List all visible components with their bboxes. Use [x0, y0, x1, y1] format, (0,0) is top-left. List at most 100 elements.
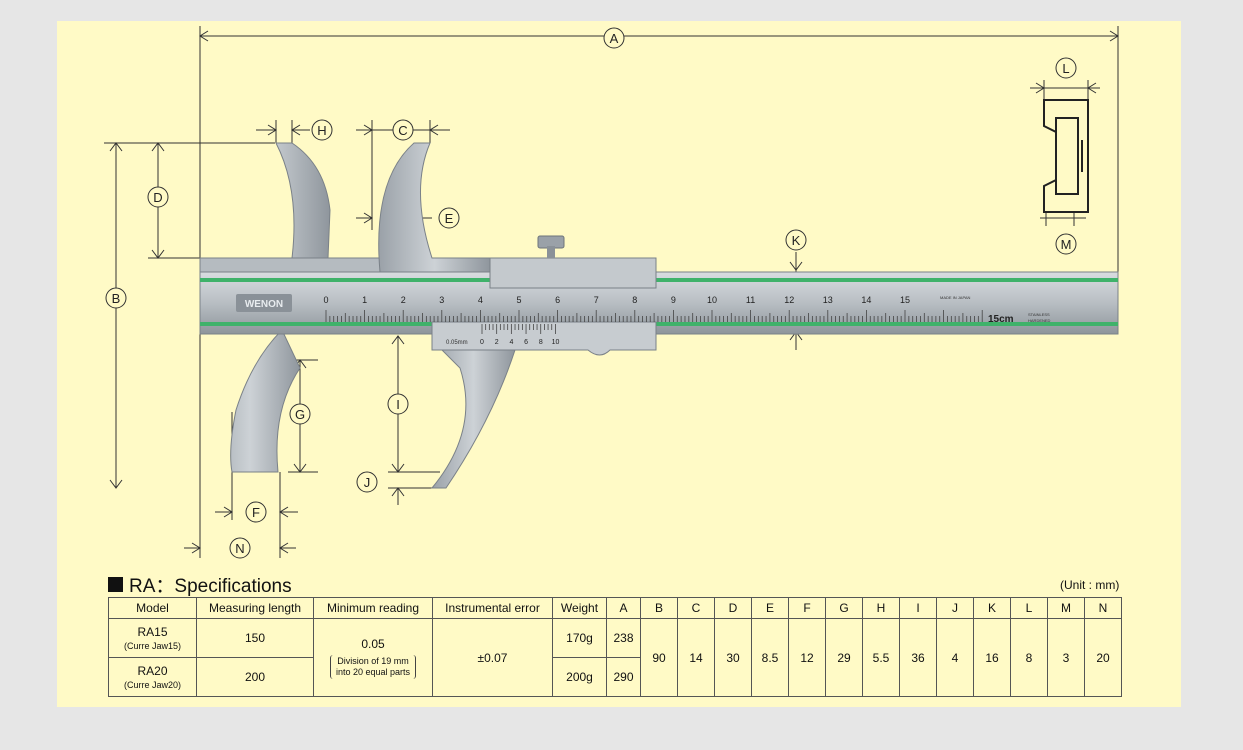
movable-upper-jaw — [378, 142, 491, 273]
a-cell: 238 — [606, 618, 641, 658]
h-cell: 5.5 — [862, 618, 900, 697]
column-header: Measuring length — [196, 597, 314, 619]
vernier-plate — [431, 321, 657, 356]
fixed-lower-jaw — [200, 329, 301, 473]
ruler-number: 15 — [900, 295, 910, 305]
ruler-number: 5 — [516, 295, 521, 305]
svg-text:G: G — [295, 407, 305, 422]
column-header: G — [825, 597, 863, 619]
column-header: Minimum reading — [313, 597, 433, 619]
column-header: Instrumental error — [432, 597, 553, 619]
hardened-mark: HARDENED — [1028, 318, 1051, 323]
column-header: A — [606, 597, 641, 619]
end-view-cross-section — [1043, 99, 1089, 213]
c-cell: 14 — [677, 618, 715, 697]
svg-text:L: L — [1062, 61, 1069, 76]
ruler-number: 9 — [671, 295, 676, 305]
column-header: M — [1047, 597, 1085, 619]
slider — [489, 257, 657, 289]
spec-heading: RA：Specifications — [108, 571, 292, 598]
caliper — [199, 142, 1119, 489]
svg-text:A: A — [610, 31, 619, 46]
vernier-number: 10 — [552, 339, 560, 346]
ruler-number: 11 — [746, 295, 755, 305]
column-header: D — [714, 597, 752, 619]
ruler-ticks — [325, 310, 983, 334]
column-header: B — [640, 597, 678, 619]
stainless-mark: STAINLESS — [1028, 312, 1050, 317]
dimension-label-e: E — [438, 207, 460, 229]
column-header: F — [788, 597, 826, 619]
svg-text:B: B — [112, 291, 121, 306]
i-cell: 36 — [899, 618, 937, 697]
svg-text:D: D — [153, 190, 162, 205]
weight-cell: 170g — [552, 618, 607, 658]
e-cell: 8.5 — [751, 618, 789, 697]
column-header: C — [677, 597, 715, 619]
column-header: E — [751, 597, 789, 619]
dimension-label-f: F — [245, 501, 267, 523]
length-cell: 200 — [196, 657, 314, 697]
ruler-number: 3 — [439, 295, 444, 305]
d-cell: 30 — [714, 618, 752, 697]
ruler-number: 0 — [323, 295, 328, 305]
dimension-label-h: H — [311, 119, 333, 141]
ruler-number: 14 — [861, 295, 871, 305]
ruler-number: 13 — [823, 295, 833, 305]
dimension-label-k: K — [785, 229, 807, 251]
dimension-label-j: J — [356, 471, 378, 493]
vernier-unit: 0.05mm — [446, 340, 468, 346]
svg-text:C: C — [398, 123, 407, 138]
length-cell: 150 — [196, 618, 314, 658]
ruler-number: 7 — [594, 295, 599, 305]
made-in-mark: MADE IN JAPAN — [940, 295, 970, 300]
ruler-number: 2 — [401, 295, 406, 305]
movable-lower-jaw — [430, 349, 516, 489]
svg-text:J: J — [364, 475, 371, 490]
dimension-label-c: C — [392, 119, 414, 141]
brand-logo: WENON — [245, 299, 283, 310]
ruler-number: 4 — [478, 295, 483, 305]
dimension-label-l: L — [1055, 57, 1077, 79]
l-cell: 8 — [1010, 618, 1048, 697]
table-row: RA20(Curre Jaw20) 200 200g 290 — [108, 657, 1122, 697]
column-header: Model — [108, 597, 197, 619]
unit-note: (Unit : mm) — [1060, 578, 1120, 592]
ruler-number: 10 — [707, 295, 717, 305]
heading-square-icon — [108, 577, 123, 592]
vernier-number: 4 — [509, 339, 513, 346]
model-cell: RA20(Curre Jaw20) — [108, 657, 197, 697]
column-header: H — [862, 597, 900, 619]
b-cell: 90 — [640, 618, 678, 697]
column-header: N — [1084, 597, 1122, 619]
svg-text:E: E — [445, 211, 454, 226]
n-cell: 20 — [1084, 618, 1122, 697]
model-cell: RA15(Curre Jaw15) — [108, 618, 197, 658]
svg-text:I: I — [396, 397, 400, 412]
column-header: I — [899, 597, 937, 619]
size-mark: 15cm — [988, 314, 1014, 325]
vernier-number: 2 — [495, 339, 499, 346]
g-cell: 29 — [825, 618, 863, 697]
svg-text:F: F — [252, 505, 260, 520]
dimension-label-g: G — [289, 403, 311, 425]
dimension-label-n: N — [229, 537, 251, 559]
k-cell: 16 — [973, 618, 1011, 697]
svg-text:N: N — [235, 541, 244, 556]
vernier-number: 8 — [539, 339, 543, 346]
error-cell: ±0.07 — [432, 618, 553, 697]
dimension-label-b: B — [105, 287, 127, 309]
dimension-label-a: A — [603, 27, 625, 49]
dimension-label-i: I — [387, 393, 409, 415]
ruler-number: 12 — [784, 295, 794, 305]
column-header: Weight — [552, 597, 607, 619]
column-header: K — [973, 597, 1011, 619]
m-cell: 3 — [1047, 618, 1085, 697]
